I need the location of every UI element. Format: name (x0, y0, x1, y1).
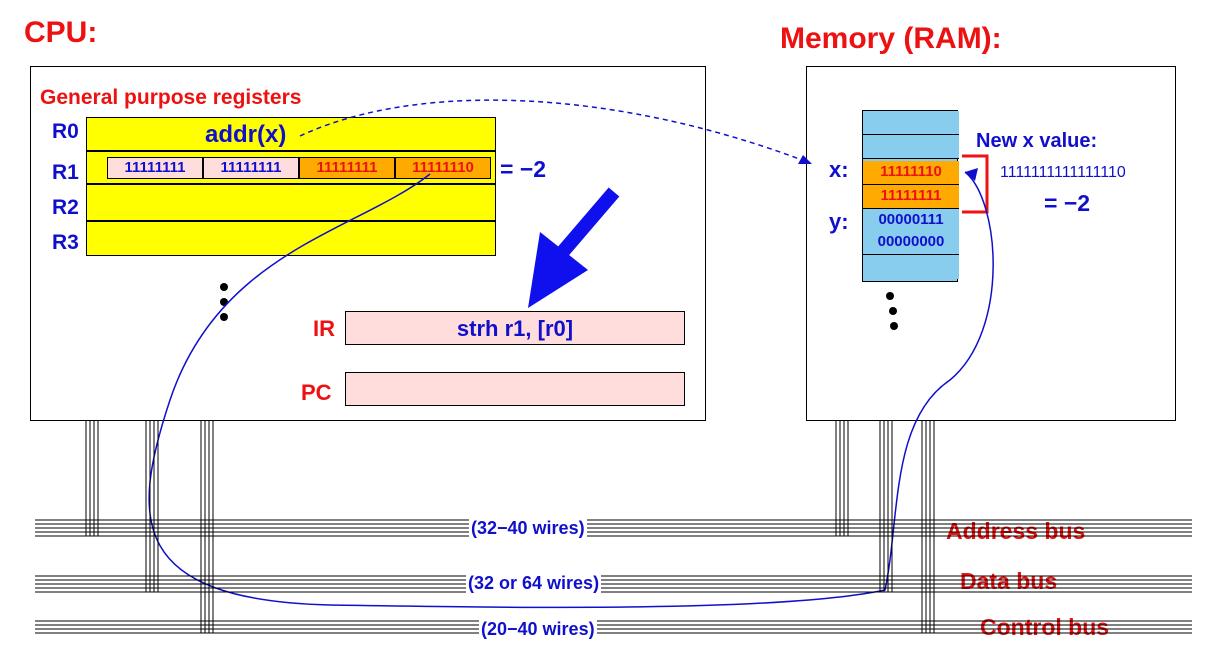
register-r2 (86, 184, 496, 221)
register-r0-value: addr(x) (205, 121, 287, 148)
register-label-r2: R2 (52, 196, 79, 219)
data-path (148, 171, 994, 609)
memory-cell (863, 135, 959, 159)
register-r1: 11111111 11111111 11111111 11111110 (86, 151, 496, 184)
memory-cell-y-low: 00000111 (863, 209, 959, 233)
cpu-title: CPU: (24, 16, 98, 49)
register-r1-byte: 11111111 (107, 157, 203, 179)
register-r1-byte: 11111111 (299, 157, 395, 179)
control-bus-wires: (20−40 wires) (479, 619, 597, 640)
register-label-r3: R3 (52, 231, 79, 254)
memory-cell-y-high: 00000000 (863, 231, 959, 255)
memory-cell (863, 111, 959, 135)
pc-label: PC (301, 380, 332, 405)
gpr-title: General purpose registers (40, 86, 302, 109)
control-bus-label: Control bus (980, 614, 1110, 640)
register-label-r1: R1 (52, 161, 79, 184)
fetch-arrow-icon (528, 187, 620, 308)
ellipsis-dot (890, 322, 898, 330)
data-bus-label: Data bus (960, 568, 1058, 594)
control-bus (35, 620, 1192, 634)
memory-bus-connectors (835, 421, 935, 633)
new-x-equals: = −2 (1044, 190, 1091, 216)
memory-cell-x-high: 11111111 (863, 185, 959, 209)
ir-label: IR (313, 316, 335, 341)
bracket-shape (962, 154, 989, 214)
address-arrow (299, 99, 811, 164)
ellipsis-dot (220, 283, 228, 291)
register-r0: addr(x) (86, 117, 496, 151)
data-bus-wires: (32 or 64 wires) (466, 573, 602, 594)
memory-cell-x-low: 11111110 (863, 161, 959, 185)
ellipsis-dot (220, 313, 228, 321)
address-bus-wires: (32−40 wires) (469, 518, 587, 539)
register-label-r0: R0 (52, 120, 79, 143)
memory-label-x: x: (829, 157, 849, 182)
register-r1-equals: = −2 (500, 156, 547, 182)
new-x-bits: 1111111111111110 (1000, 164, 1126, 181)
memory-cell (863, 255, 959, 279)
ellipsis-dot (889, 307, 897, 315)
register-r1-byte: 11111111 (203, 157, 299, 179)
register-r1-byte: 11111110 (395, 157, 491, 179)
ellipsis-dot (886, 292, 894, 300)
data-bus (35, 575, 1192, 593)
address-bus (35, 519, 1192, 537)
address-bus-label: Address bus (946, 518, 1086, 544)
ir-value: strh r1, [r0] (456, 316, 574, 341)
memory-label-y: y: (829, 209, 849, 234)
memory-title: Memory (RAM): (780, 22, 1002, 55)
cpu-bus-connectors (85, 421, 214, 633)
pc-register (345, 372, 685, 406)
ir-register: strh r1, [r0] (345, 311, 685, 345)
register-r3 (86, 221, 496, 256)
new-x-title: New x value: (976, 130, 1098, 152)
